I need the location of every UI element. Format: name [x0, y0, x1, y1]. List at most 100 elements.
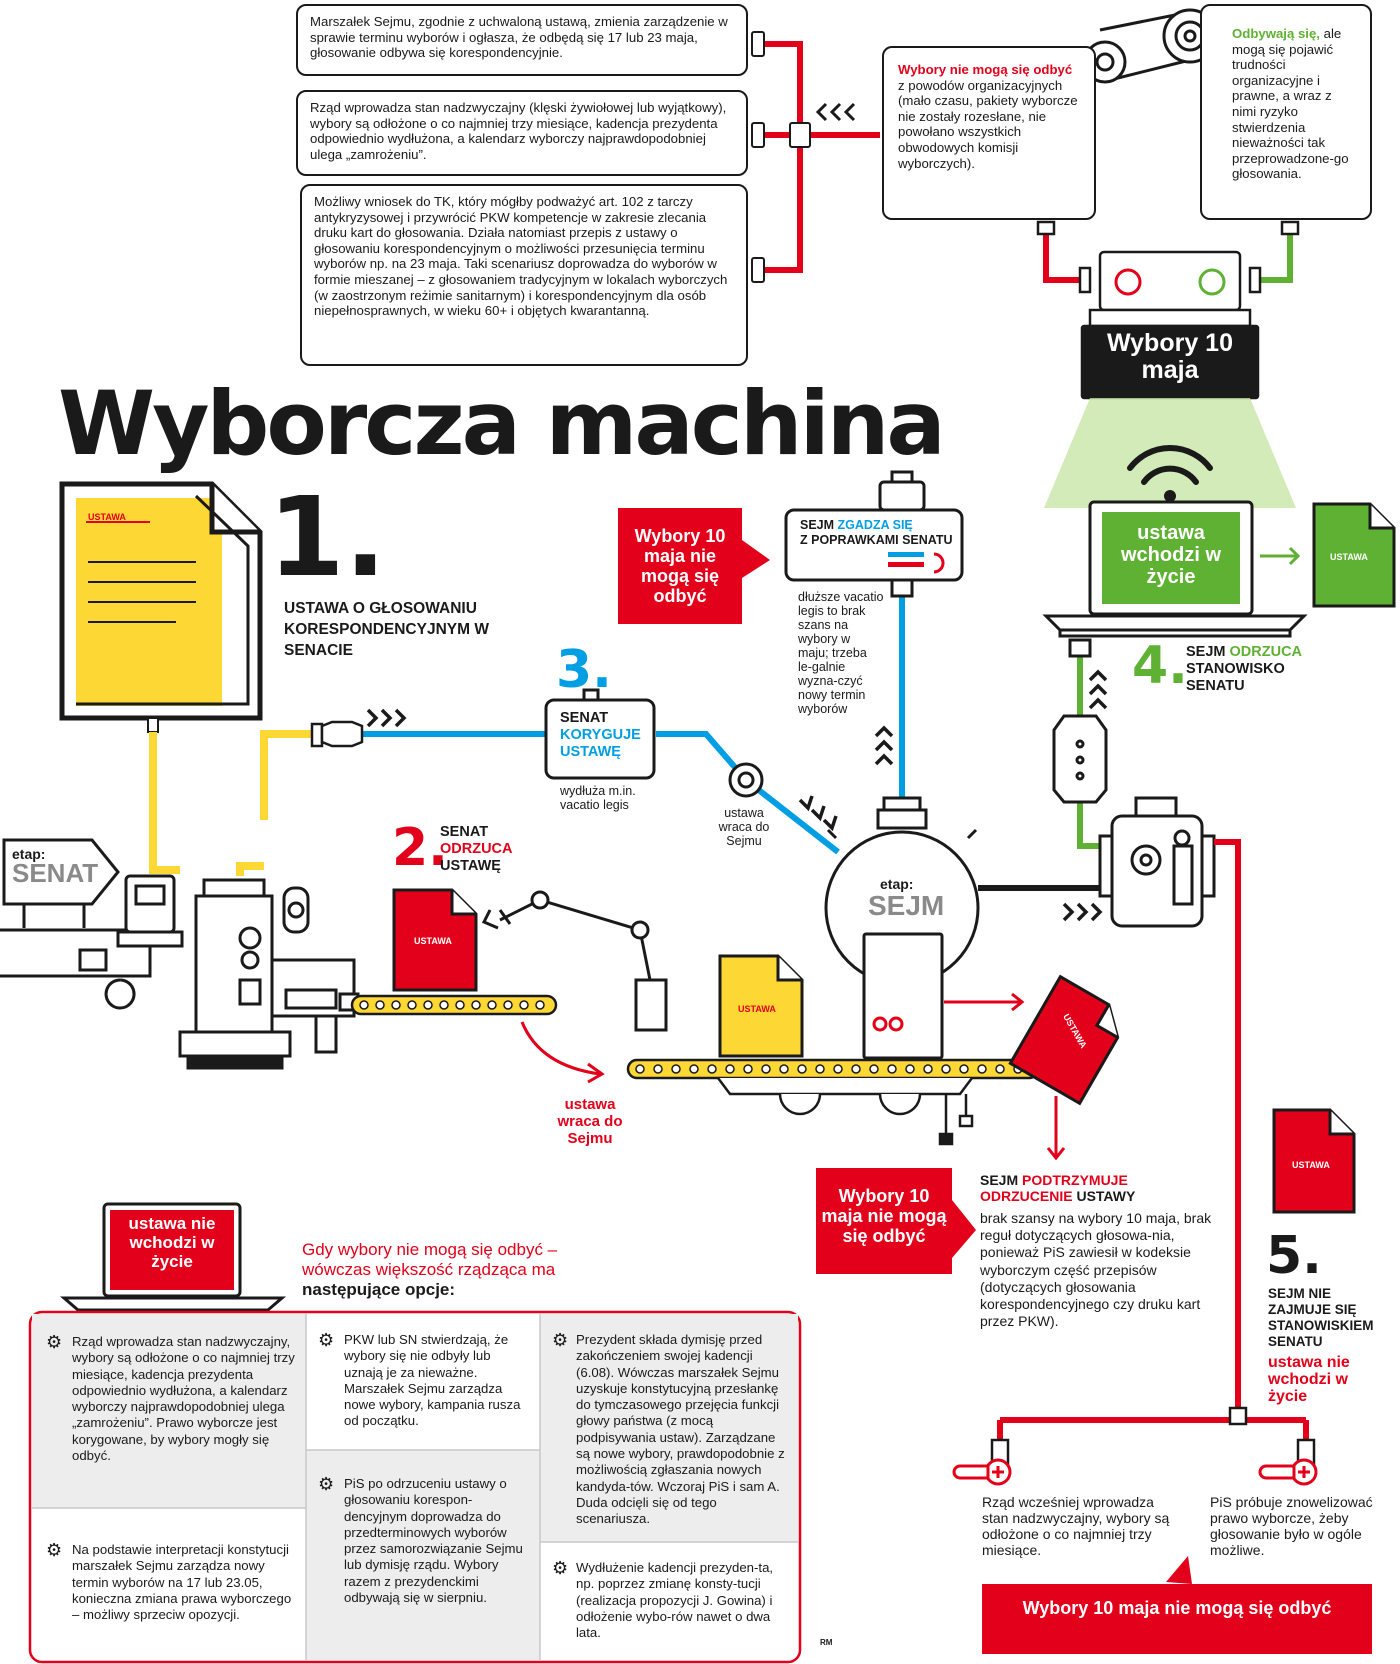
- options-header-bold: następujące opcje:: [302, 1280, 456, 1299]
- conveyor-dot: [725, 1064, 735, 1074]
- laptop-bottom-text: ustawa nie wchodzi w życie: [128, 1214, 216, 1271]
- wifi-icon: [1127, 445, 1213, 502]
- option-5: Prezydent składa dymisję przed zakończen…: [576, 1332, 785, 1527]
- step2-line2: ODRZUCA: [440, 841, 513, 857]
- conveyor-left-dots: [359, 1000, 545, 1010]
- options-header: Gdy wybory nie mogą się odbyć – wówczas …: [302, 1240, 582, 1300]
- conveyor-dot: [423, 1000, 433, 1010]
- step3-note: wydłuża m.in. vacatio legis: [560, 784, 636, 812]
- conveyor-dot: [635, 1064, 645, 1074]
- etap-senat-name: SENAT: [12, 858, 99, 888]
- step4-green: ODRZUCA: [1229, 644, 1303, 660]
- callout-a-pointer: [742, 540, 770, 578]
- option-2: Na podstawie interpretacji konstytucji m…: [72, 1542, 292, 1623]
- yellow-doc-conveyor: [718, 954, 804, 1058]
- step3-line2: KORYGUJE: [560, 727, 641, 743]
- doc-label-green: USTAWA: [1330, 552, 1368, 562]
- pipes-to-wybory: [1043, 232, 1293, 283]
- sejm-zgadza-text: SEJM ZGADZA SIĘ Z POPRAWKAMI SENATU: [800, 518, 960, 548]
- conveyor-dot: [653, 1064, 663, 1074]
- option-4: PiS po odrzuceniu ustawy o głosowaniu ko…: [344, 1476, 523, 1606]
- step1-text: USTAWA O GŁOSOWANIU KORESPONDENCYJNYM W …: [284, 600, 489, 659]
- bottom-left-text-b: PiS próbuje znowelizować prawo wyborcze,…: [1210, 1494, 1373, 1558]
- step5-red: ustawa nie wchodzi w życie: [1268, 1354, 1350, 1405]
- top-box-1: Marszałek Sejmu, zgodnie z uchwaloną ust…: [296, 4, 748, 76]
- conveyor-dot: [471, 1000, 481, 1010]
- conveyor-dot: [923, 1064, 933, 1074]
- conveyor-dot: [959, 1064, 969, 1074]
- gear-icon: ⚙: [552, 1558, 569, 1578]
- bottom-left-text-a: Rząd wcześniej wprowadza stan nadzwyczaj…: [982, 1494, 1170, 1558]
- step2-number: 2.: [392, 818, 448, 878]
- conveyor-dot: [743, 1064, 753, 1074]
- senat-koryguje-box: [544, 688, 656, 780]
- ustawa-wchodzi-screen: ustawa wchodzi w życie: [1121, 522, 1221, 588]
- belt-pulley: [1083, 8, 1218, 84]
- top-box-1-text: Marszałek Sejmu, zgodnie z uchwaloną ust…: [310, 14, 728, 61]
- doc-label-yellow-conveyor: USTAWA: [738, 1004, 776, 1014]
- senat-machine: [0, 874, 360, 1070]
- sejm-zgadza-box: [784, 470, 964, 598]
- conveyor-dot: [761, 1064, 771, 1074]
- wybory-nie-moga-box: Wybory nie mogą się odbyć z powodów orga…: [882, 46, 1096, 220]
- step4-rest: STANOWISKO SENATU: [1186, 661, 1285, 694]
- conveyor-dot: [671, 1064, 681, 1074]
- red-arrow-down: [1046, 1096, 1066, 1161]
- pipe-ends-bottom: [990, 1406, 1316, 1468]
- conveyor-dot: [995, 1064, 1005, 1074]
- step2-line3: USTAWĘ: [440, 858, 501, 874]
- conveyor-dot: [707, 1064, 717, 1074]
- step4-text: SEJM ODRZUCA STANOWISKO SENATU: [1186, 644, 1326, 695]
- doc-label-yellow-big: USTAWA: [88, 512, 126, 522]
- yellow-document: [59, 481, 263, 721]
- conveyor-dot: [851, 1064, 861, 1074]
- yellow-pipes: [149, 730, 320, 876]
- callout-b-pointer: [952, 1200, 976, 1258]
- doc-label-red-5: USTAWA: [1292, 1160, 1330, 1170]
- chevrons-up-2: [1088, 669, 1108, 710]
- etap-sejm-name: SEJM: [868, 890, 945, 921]
- conveyor-dot: [797, 1064, 807, 1074]
- step3-text: SENAT KORYGUJE USTAWĘ: [560, 710, 641, 761]
- sejm-podtrzymuje-red: PODTRZYMUJE ODRZUCENIE: [980, 1172, 1128, 1204]
- step3-line1: SENAT: [560, 710, 609, 726]
- conveyor-dot: [887, 1064, 897, 1074]
- conveyor-dot: [977, 1064, 987, 1074]
- step1-number: 1.: [268, 473, 387, 601]
- doc-label-red-2: USTAWA: [414, 936, 452, 946]
- robot-right: [1052, 638, 1216, 928]
- red-arrow-right: [944, 992, 1025, 1012]
- chevrons-right-1: [366, 708, 407, 728]
- green-beam: [1044, 398, 1296, 508]
- odbywaja-sie-rest: ale mogą się pojawić trudności organizac…: [1232, 26, 1349, 182]
- step5-text: SEJM NIE ZAJMUJE SIĘ STANOWISKIEM SENATU: [1268, 1286, 1374, 1349]
- conveyor-dot: [941, 1064, 951, 1074]
- conveyor-left: [350, 994, 558, 1016]
- valve-bottom: [952, 1458, 1318, 1486]
- step4-number: 4.: [1132, 636, 1188, 696]
- conveyor-dot: [869, 1064, 879, 1074]
- laptop-top: [1042, 500, 1308, 638]
- red-doc-2: [392, 888, 478, 992]
- red-arrow-curve: [520, 1021, 605, 1084]
- sejm-podtrzymuje-text: brak szansy na wybory 10 maja, brak regu…: [980, 1210, 1212, 1330]
- etap-sejm-label: etap:: [880, 876, 914, 892]
- odbywaja-sie-box: Odbywają się, ale mogą się pojawić trudn…: [1200, 4, 1372, 220]
- chevrons-up-1: [874, 725, 894, 766]
- page-title: Wyborcza machina: [58, 372, 946, 475]
- conveyor-dot: [815, 1064, 825, 1074]
- blue-filter: [310, 720, 364, 748]
- callout-a: Wybory 10 maja nie mogą się odbyć: [618, 508, 742, 624]
- red-pipe-right: [997, 839, 1309, 1450]
- sejm-zgadza-black: SEJM: [800, 518, 835, 532]
- sejm-zgadza-blue: ZGADZA SIĘ: [837, 518, 913, 532]
- conveyor-dot: [375, 1000, 385, 1010]
- chevrons-diag: [798, 795, 838, 832]
- green-doc: [1312, 502, 1396, 608]
- etap-senat-sign: [2, 838, 120, 928]
- odbywaja-sie-green: Odbywają się,: [1232, 26, 1320, 41]
- conveyor-dot: [503, 1000, 513, 1010]
- dluzsze-text: dłuższe vacatio legis to brak szans na w…: [798, 590, 884, 716]
- top-box-2-text: Rząd wprowadza stan nadzwyczajny (klęski…: [310, 100, 727, 162]
